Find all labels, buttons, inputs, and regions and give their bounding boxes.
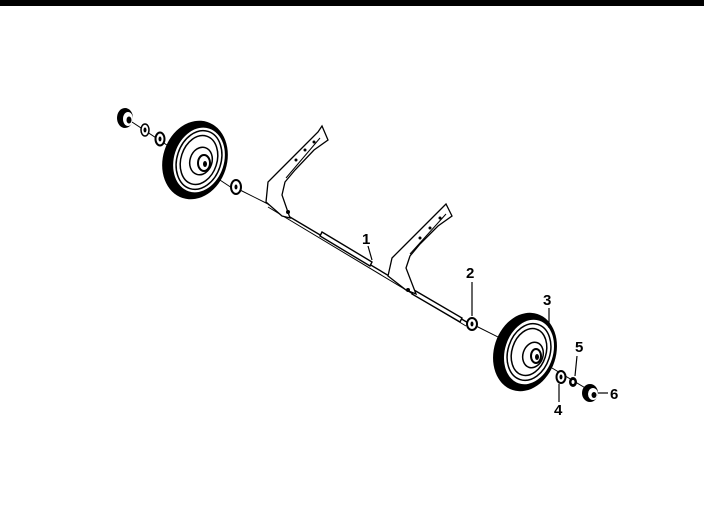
- left-wheel-nut: [117, 108, 133, 128]
- left-outer-washer-a: [140, 123, 150, 137]
- leader-line-1: [367, 245, 373, 261]
- leader-line-5: [574, 355, 578, 377]
- callout-2: 2: [466, 265, 474, 282]
- right-outer-washer-4: [555, 370, 567, 384]
- axle-assembly: [265, 124, 471, 327]
- top-border-bar: [0, 0, 704, 6]
- right-wheel: [493, 312, 557, 392]
- left-inner-washer: [230, 179, 242, 195]
- left-wheel: [162, 120, 228, 200]
- callout-5: 5: [575, 339, 583, 356]
- callout-4: 4: [554, 402, 563, 419]
- right-wheel-nut-6: [582, 384, 598, 402]
- right-inner-washer: [466, 317, 478, 331]
- callout-3: 3: [543, 292, 551, 309]
- right-washer-5: [569, 377, 577, 387]
- callout-6: 6: [610, 386, 618, 403]
- callout-1: 1: [362, 231, 370, 248]
- left-outer-washer-b: [154, 131, 166, 147]
